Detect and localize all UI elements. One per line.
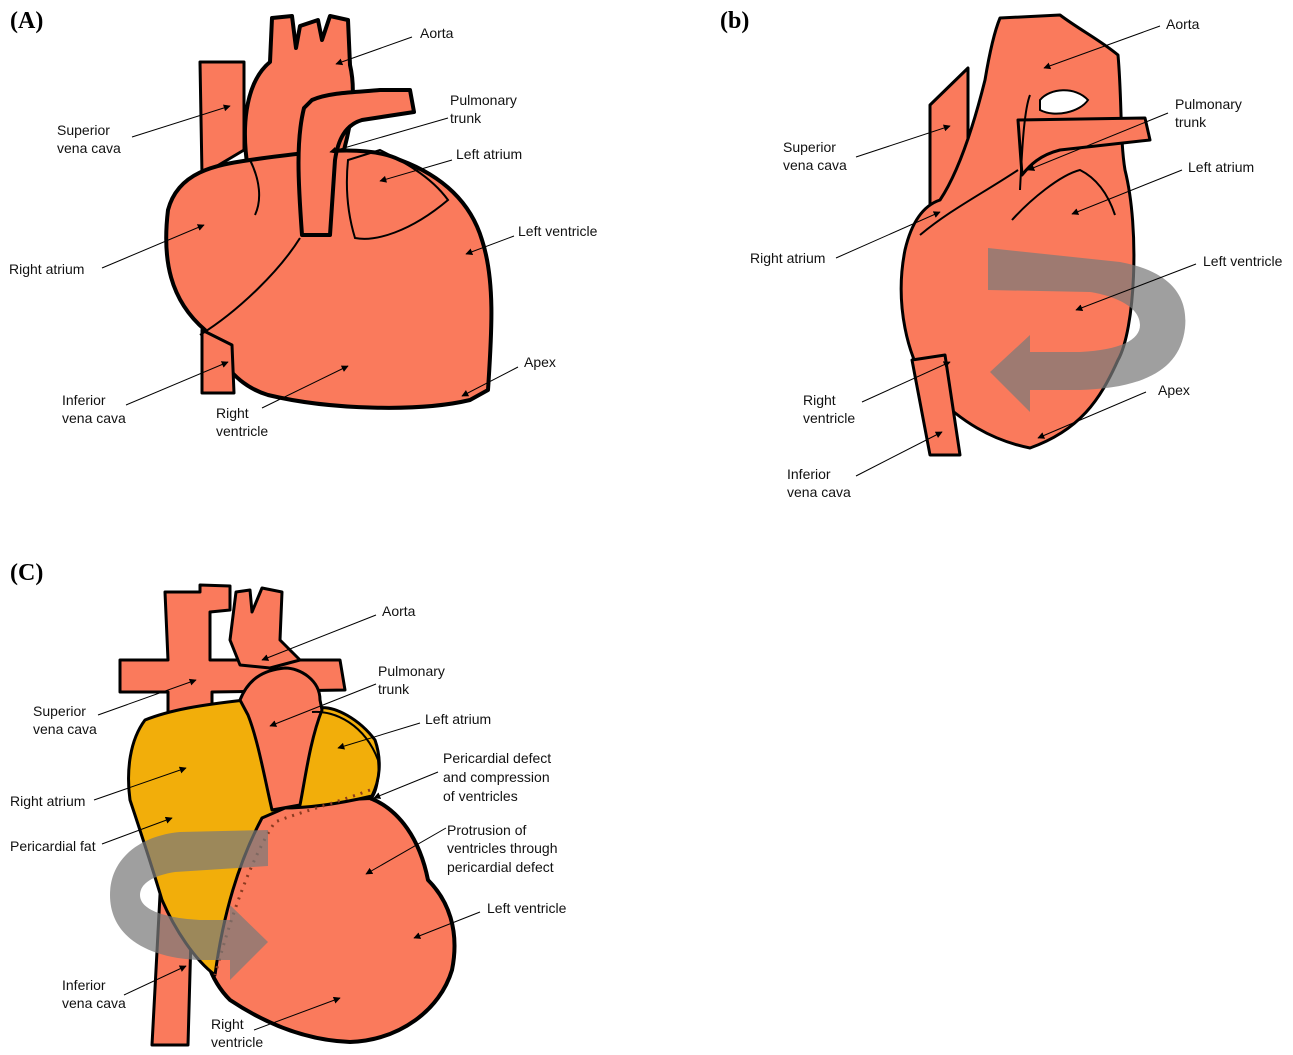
label-c-pulmonary-1: Pulmonary	[378, 663, 445, 679]
superior-vena-cava	[200, 62, 244, 175]
label-b-rv-2: ventricle	[803, 410, 855, 426]
panel-b: (b) Aorta Pu	[720, 8, 1283, 500]
label-b-left-ventricle: Left ventricle	[1203, 253, 1283, 269]
label-a-pulmonary-1: Pulmonary	[450, 92, 517, 108]
label-c-defect-1: Pericardial defect	[443, 750, 551, 766]
label-a-left-atrium: Left atrium	[456, 146, 522, 162]
label-a-rv-2: ventricle	[216, 423, 268, 439]
label-c-ivc-1: Inferior	[62, 977, 106, 993]
label-b-aorta: Aorta	[1166, 16, 1200, 32]
label-c-right-atrium: Right atrium	[10, 793, 85, 809]
label-a-svc-2: vena cava	[57, 140, 121, 156]
label-b-pulmonary-1: Pulmonary	[1175, 96, 1242, 112]
leader-c-defect	[374, 772, 438, 798]
panel-a-label: (A)	[10, 8, 43, 34]
label-b-left-atrium: Left atrium	[1188, 159, 1254, 175]
label-a-rv-1: Right	[216, 405, 249, 421]
label-c-defect-3: of ventricles	[443, 788, 518, 804]
panel-a-heart	[166, 16, 491, 408]
label-c-defect-2: and compression	[443, 769, 550, 785]
label-b-apex: Apex	[1158, 382, 1190, 398]
label-b-ivc-1: Inferior	[787, 466, 831, 482]
label-c-svc-2: vena cava	[33, 721, 97, 737]
label-c-left-atrium: Left atrium	[425, 711, 491, 727]
label-a-apex: Apex	[524, 354, 556, 370]
label-a-aorta: Aorta	[420, 25, 454, 41]
panel-a: (A) Aorta Pulmonary	[9, 8, 598, 439]
panel-b-label: (b)	[720, 8, 749, 34]
label-a-ivc-1: Inferior	[62, 392, 106, 408]
aorta	[230, 588, 300, 668]
label-c-aorta: Aorta	[382, 603, 416, 619]
label-c-protrusion-2: ventricles through	[447, 840, 558, 856]
label-a-left-ventricle: Left ventricle	[518, 223, 598, 239]
label-b-svc-1: Superior	[783, 139, 836, 155]
label-c-pulmonary-2: trunk	[378, 681, 410, 697]
label-c-rv-1: Right	[211, 1016, 244, 1032]
label-c-protrusion-1: Protrusion of	[447, 822, 526, 838]
label-c-pericardial-fat: Pericardial fat	[10, 838, 96, 854]
label-b-right-atrium: Right atrium	[750, 250, 825, 266]
label-a-pulmonary-2: trunk	[450, 110, 482, 126]
label-a-right-atrium: Right atrium	[9, 261, 84, 277]
panel-c: (C)	[10, 560, 567, 1050]
label-c-ivc-2: vena cava	[62, 995, 126, 1011]
label-b-pulmonary-2: trunk	[1175, 114, 1207, 130]
label-c-left-ventricle: Left ventricle	[487, 900, 567, 916]
label-b-svc-2: vena cava	[783, 157, 847, 173]
panel-c-heart	[110, 585, 455, 1045]
panel-b-heart	[901, 15, 1185, 455]
label-c-svc-1: Superior	[33, 703, 86, 719]
label-b-ivc-2: vena cava	[787, 484, 851, 500]
label-c-protrusion-3: pericardial defect	[447, 859, 554, 875]
label-a-svc-1: Superior	[57, 122, 110, 138]
label-a-ivc-2: vena cava	[62, 410, 126, 426]
panel-c-label: (C)	[10, 560, 43, 586]
label-b-rv-1: Right	[803, 392, 836, 408]
label-c-rv-2: ventricle	[211, 1034, 263, 1050]
